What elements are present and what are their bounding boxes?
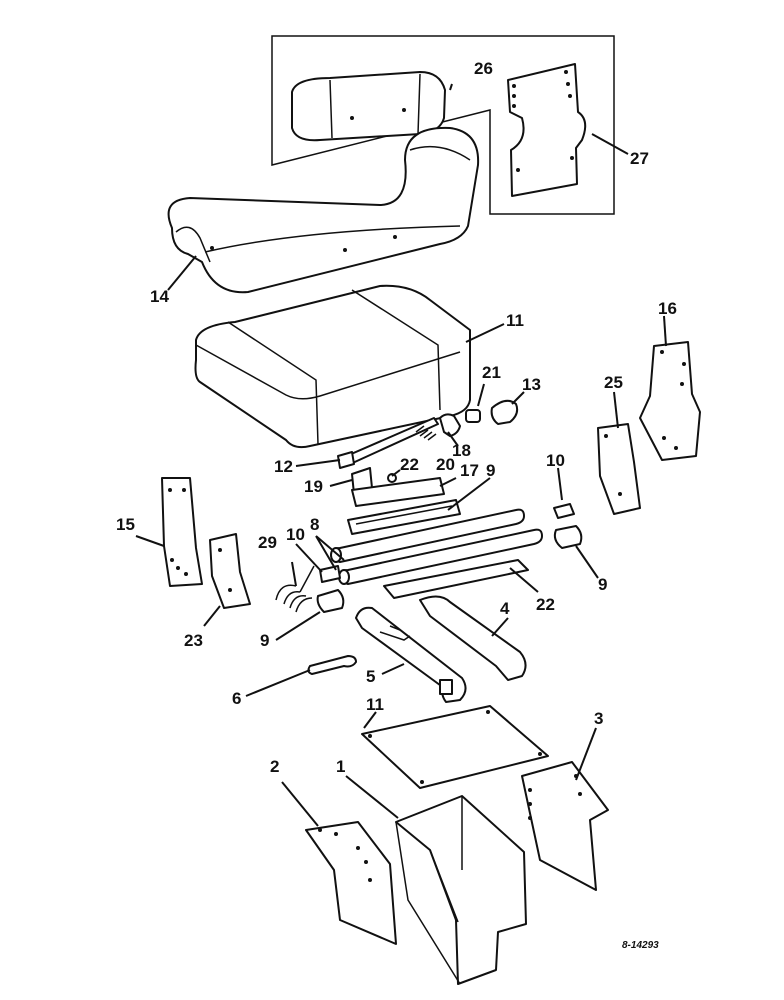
clip-10-left	[319, 565, 341, 583]
bracket-17	[639, 341, 701, 461]
callout-10-right: 10	[546, 451, 565, 470]
callout-17: 16	[658, 299, 677, 318]
callout-14: 13	[522, 375, 541, 394]
clamp-9-right	[553, 525, 583, 549]
drawing-number: 8-14293	[622, 940, 659, 951]
base-plate-24	[383, 559, 529, 599]
bracket-25	[209, 533, 251, 609]
inset-frame	[271, 35, 615, 215]
callout-27: 26	[474, 59, 493, 78]
callout-13: 12	[274, 457, 293, 476]
callout-29: 29	[258, 533, 277, 552]
callout-26: 25	[604, 373, 623, 392]
callout-24: 22	[536, 595, 555, 614]
seat-cushion	[194, 284, 471, 449]
callout-25: 23	[184, 631, 203, 650]
callout-19: 18	[452, 441, 471, 460]
callout-15: 14	[150, 287, 169, 306]
slide-tubes	[330, 508, 543, 585]
callout-16: 15	[116, 515, 135, 534]
callout-labels: 26 27 14 11 16 25 21 13 18 12 22 20 17 9…	[116, 59, 677, 776]
callout-23: 22	[400, 455, 419, 474]
callout-20: 19	[304, 477, 323, 496]
slide-rail	[355, 595, 527, 703]
callout-9-right: 9	[598, 575, 607, 594]
leader-lines	[135, 83, 667, 827]
callout-9-left: 9	[260, 631, 269, 650]
coil-spring-29	[275, 565, 315, 613]
callout-12: 11	[506, 311, 524, 330]
backrest-cushion	[291, 71, 446, 142]
bracket-2	[305, 821, 397, 945]
callout-8: 9	[486, 461, 495, 480]
callout-21: 20	[436, 455, 455, 474]
mounting-plate-11	[361, 705, 549, 789]
bracket-3	[521, 761, 609, 891]
callout-6: 6	[232, 689, 241, 708]
callout-10-left: 10	[286, 525, 305, 544]
callout-22: 21	[482, 363, 501, 382]
callout-7: 8	[310, 515, 319, 534]
callout-4: 4	[500, 599, 510, 618]
spring-21	[415, 425, 437, 441]
clip-10-right	[553, 503, 575, 519]
lever-rod	[307, 655, 357, 675]
clamp-9-left	[316, 589, 345, 613]
callout-18: 17	[460, 461, 479, 480]
callout-28: 27	[630, 149, 649, 168]
slide-channels	[347, 477, 461, 535]
bracket-26	[597, 423, 641, 515]
callout-1: 1	[336, 757, 345, 776]
armrest-rail	[167, 126, 480, 294]
back-bracket	[507, 63, 587, 197]
callout-11: 11	[366, 695, 384, 714]
callout-2: 2	[270, 757, 279, 776]
callout-3: 3	[594, 709, 603, 728]
adjuster-rod-assembly	[337, 399, 519, 495]
callout-5: 5	[366, 667, 375, 686]
bracket-16	[161, 477, 203, 587]
seat-box-1	[395, 795, 527, 985]
